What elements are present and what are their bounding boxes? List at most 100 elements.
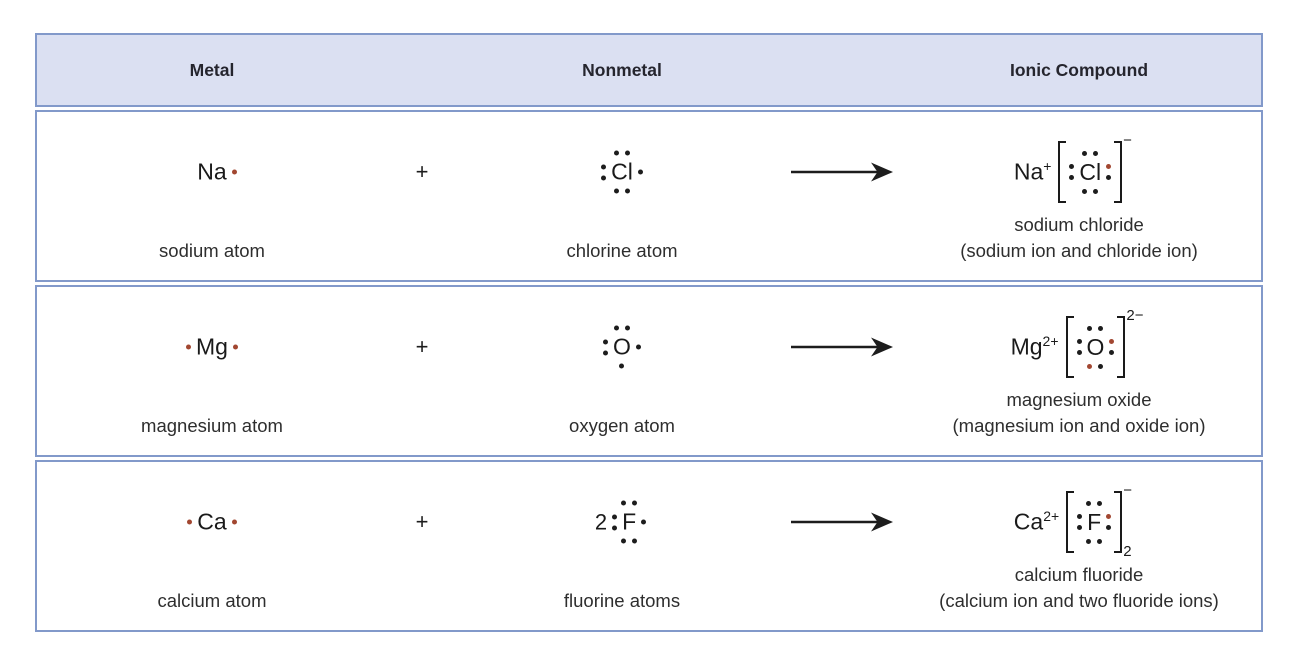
electron-dot <box>1097 500 1103 506</box>
bracketed-anion: Cl− <box>1058 132 1132 203</box>
arrow-cell <box>787 462 897 630</box>
left-bracket <box>1065 316 1074 378</box>
electron-dot <box>601 175 607 180</box>
electron-dot <box>1077 514 1083 519</box>
electron-dot <box>612 525 618 530</box>
electron-dot <box>1069 175 1075 180</box>
transferred-electron-dot <box>1109 339 1115 344</box>
product-ions: (magnesium ion and oxide ion) <box>952 415 1206 437</box>
electron-dot <box>1093 188 1099 194</box>
cation-charge: + <box>1043 158 1052 175</box>
electron-dot <box>1098 325 1104 331</box>
nonmetal-lewis-structure: Cl <box>457 148 787 197</box>
cation-charge: 2+ <box>1043 508 1060 525</box>
electron-dot <box>1086 500 1092 506</box>
electron-dot <box>1076 350 1082 355</box>
plus-cell: + <box>387 462 457 630</box>
electron-dot <box>603 350 609 355</box>
transferred-electron-dot <box>187 519 193 525</box>
cation: Mg2+ <box>1011 333 1059 361</box>
nonmetal-lewis-structure: O <box>457 323 787 372</box>
electron-dot <box>621 538 627 544</box>
electron-dot <box>624 325 630 331</box>
metal-lewis-structure: Ca <box>37 498 387 547</box>
metal-lewis-structure: Mg <box>37 323 387 372</box>
table-header-row: Metal Nonmetal Ionic Compound <box>35 33 1263 107</box>
plus-sign: + <box>415 159 429 184</box>
lewis-structure-O: O <box>1074 323 1118 372</box>
metal-label: calcium atom <box>157 590 267 612</box>
right-bracket <box>1114 141 1123 203</box>
header-ionic-compound: Ionic Compound <box>1009 59 1149 80</box>
metal-label: magnesium atom <box>141 415 283 437</box>
metal-cell: Mg magnesium atom <box>37 287 387 455</box>
electron-dot <box>635 344 641 350</box>
product-formula: Mg2+ O 2− <box>897 307 1261 378</box>
element-symbol: O <box>613 333 631 360</box>
ionic-compound-table: Metal Nonmetal Ionic Compound Na sodium … <box>35 33 1263 632</box>
electron-dot <box>1106 175 1112 180</box>
transferred-electron-dot <box>1106 514 1112 519</box>
plus-sign: + <box>415 334 429 359</box>
nonmetal-cell: Cl chlorine atom <box>457 112 787 280</box>
arrow-cell <box>787 287 897 455</box>
product-cell: Na+ Cl− sodium chloride (sodium ion and c… <box>897 112 1261 280</box>
lewis-structure-Cl: Cl <box>598 148 646 197</box>
product-name: sodium chloride <box>1014 214 1144 236</box>
reaction-row: Na sodium atom + Cl chlorine atom Na+Cl−… <box>35 110 1263 282</box>
electron-dot <box>613 188 619 194</box>
element-symbol: Ca <box>197 508 227 535</box>
cation-symbol: Ca <box>1013 508 1044 535</box>
bracketed-anion: F−2 <box>1066 482 1132 560</box>
electron-dot <box>619 363 625 369</box>
product-name: calcium fluoride <box>1014 564 1144 586</box>
anion-charge: 2− <box>1126 307 1144 324</box>
electron-dot <box>1077 525 1083 530</box>
right-bracket <box>1114 491 1123 553</box>
element-symbol: Mg <box>196 333 228 360</box>
product-formula: Ca2+F−2 <box>897 482 1261 560</box>
reaction-arrow-icon <box>787 334 897 360</box>
element-symbol: Cl <box>1079 158 1102 185</box>
product-cell: Ca2+F−2 calcium fluoride (calcium ion an… <box>897 462 1261 630</box>
electron-dot <box>624 150 630 156</box>
product-cell: Mg2+ O 2− magnesium oxide (magnesium ion a… <box>897 287 1261 455</box>
transferred-electron-dot <box>186 344 192 350</box>
lewis-structure-Cl: Cl <box>1066 148 1114 197</box>
lewis-structure-Ca: Ca <box>184 498 239 547</box>
electron-dot <box>624 188 630 194</box>
transferred-electron-dot <box>231 519 237 525</box>
header-nonmetal: Nonmetal <box>582 59 662 80</box>
element-symbol: F <box>622 508 637 535</box>
cation-symbol: Na <box>1013 158 1044 185</box>
electron-dot <box>621 500 627 506</box>
nonmetal-label: fluorine atoms <box>563 590 681 612</box>
electron-dot <box>1082 188 1088 194</box>
nonmetal-cell: O oxygen atom <box>457 287 787 455</box>
left-bracket <box>1058 141 1067 203</box>
electron-dot <box>641 519 647 525</box>
cation-charge: 2+ <box>1042 333 1059 350</box>
lewis-structure-Mg: Mg <box>183 323 241 372</box>
bracketed-anion: O 2− <box>1065 307 1144 378</box>
right-bracket <box>1117 316 1126 378</box>
cation: Ca2+ <box>1014 508 1059 536</box>
reaction-arrow-icon <box>787 509 897 535</box>
electron-dot <box>1087 325 1093 331</box>
electron-dot <box>1069 164 1075 169</box>
electron-dot <box>613 150 619 156</box>
nonmetal-label: oxygen atom <box>569 415 675 437</box>
product-label: magnesium oxide (magnesium ion and oxide… <box>897 387 1261 439</box>
electron-dot <box>613 325 619 331</box>
header-metal: Metal <box>189 59 235 80</box>
plus-cell: + <box>387 112 457 280</box>
electron-dot <box>1098 363 1104 369</box>
element-symbol: O <box>1086 333 1105 360</box>
electron-dot <box>1076 339 1082 344</box>
element-symbol: F <box>1087 508 1102 535</box>
product-ions: (sodium ion and chloride ion) <box>960 240 1198 262</box>
electron-dot <box>1097 538 1103 544</box>
